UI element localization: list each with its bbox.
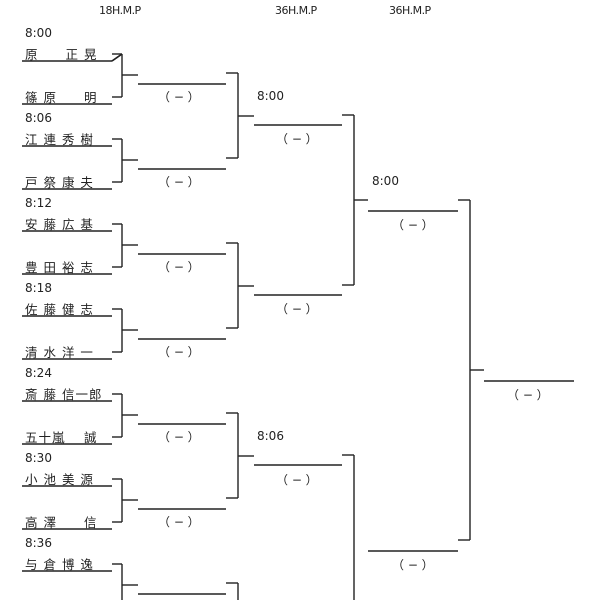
r1-match-2-score: （ − ） (158, 175, 200, 189)
r2-match-4-lines (226, 582, 239, 600)
r2-match-1-time: 8:00 (257, 89, 284, 103)
r1-match-2-time: 8:06 (25, 111, 52, 125)
final-score: （ − ） (507, 388, 549, 402)
r1-match-6-score: （ − ） (158, 515, 200, 529)
r1-match-6-player-a: 小 池 美 源 (25, 472, 94, 487)
r2-match-2-score: （ − ） (276, 302, 318, 316)
r2-match-3-score: （ − ） (276, 473, 318, 487)
r1-match-1-lines (22, 53, 226, 105)
r1-match-7-player-a: 与 倉 博 逸 (25, 557, 94, 572)
r1-match-1-player-a: 原 正 晃 (25, 47, 98, 62)
r1-match-5-player-a: 斎 藤 信一郎 (25, 387, 103, 402)
round-header-3: 36H.M.P (389, 4, 431, 17)
r1-match-3-score: （ − ） (158, 260, 200, 274)
r1-match-6-player-b: 高 澤 信 (25, 515, 98, 530)
r3-match-1-time: 8:00 (372, 174, 399, 188)
round-header-1: 18H.M.P (99, 4, 141, 17)
r1-match-3-player-b: 豊 田 裕 志 (25, 260, 94, 275)
r1-match-5-time: 8:24 (25, 366, 52, 380)
r2-match-3-time: 8:06 (257, 429, 284, 443)
r1-match-3-player-a: 安 藤 広 基 (25, 217, 94, 232)
r1-match-5-lines (22, 393, 226, 445)
r3-match-1-lines (342, 114, 458, 286)
r1-match-1-time: 8:00 (25, 26, 52, 40)
r1-match-3-lines (22, 223, 226, 275)
r2-match-3-lines (226, 412, 342, 499)
r1-match-2-player-a: 江 連 秀 樹 (25, 132, 94, 147)
semifinal-lines (458, 199, 574, 541)
r1-match-2-lines (22, 138, 226, 190)
r1-match-7-lines (22, 563, 226, 600)
r1-match-5-player-b: 五十嵐 誠 (25, 430, 98, 445)
r2-match-1-lines (226, 72, 342, 159)
r1-match-7-time: 8:36 (25, 536, 52, 550)
r1-match-4-score: （ − ） (158, 345, 200, 359)
r1-match-6-lines (22, 478, 226, 530)
r2-match-2-lines (226, 242, 342, 329)
r1-match-4-lines (22, 308, 226, 360)
r1-match-4-time: 8:18 (25, 281, 52, 295)
r1-match-1-player-b: 篠 原 明 (25, 90, 98, 105)
r1-match-4-player-a: 佐 藤 健 志 (25, 302, 94, 317)
r1-match-3-time: 8:12 (25, 196, 52, 210)
r3-match-2-lines (342, 454, 458, 600)
r1-match-5-score: （ − ） (158, 430, 200, 444)
r3-match-2-score: （ − ） (392, 558, 434, 572)
r1-match-6-time: 8:30 (25, 451, 52, 465)
r1-match-4-player-b: 清 水 洋 一 (25, 345, 94, 360)
r1-match-1-score: （ − ） (158, 90, 200, 104)
r1-match-2-player-b: 戸 祭 康 夫 (25, 175, 94, 190)
r3-match-1-score: （ − ） (392, 218, 434, 232)
r2-match-1-score: （ − ） (276, 132, 318, 146)
round-header-2: 36H.M.P (275, 4, 317, 17)
